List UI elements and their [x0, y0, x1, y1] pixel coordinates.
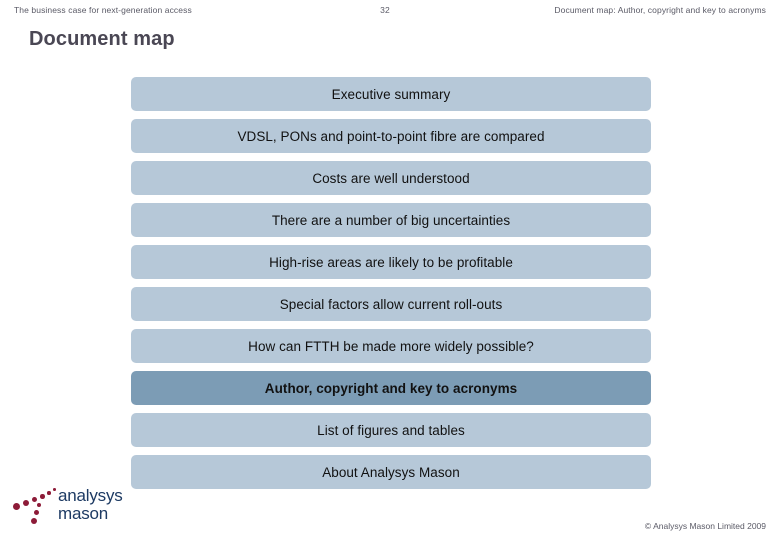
nav-item-vdsl-pons-fibre[interactable]: VDSL, PONs and point-to-point fibre are … — [131, 119, 651, 153]
nav-item-label: VDSL, PONs and point-to-point fibre are … — [237, 128, 545, 144]
nav-item-about-analysys-mason[interactable]: About Analysys Mason — [131, 455, 651, 489]
header-section-breadcrumb: Document map: Author, copyright and key … — [554, 5, 766, 15]
nav-item-label: How can FTTH be made more widely possibl… — [248, 338, 534, 354]
nav-item-label: High-rise areas are likely to be profita… — [269, 254, 513, 270]
nav-item-label: There are a number of big uncertainties — [271, 212, 511, 228]
nav-item-label: Costs are well understood — [312, 170, 470, 186]
copyright-notice: © Analysys Mason Limited 2009 — [644, 521, 766, 531]
page-title: Document map — [29, 28, 175, 50]
nav-item-big-uncertainties[interactable]: There are a number of big uncertainties — [131, 203, 651, 237]
nav-item-ftth-widely-possible[interactable]: How can FTTH be made more widely possibl… — [131, 329, 651, 363]
nav-item-costs-understood[interactable]: Costs are well understood — [131, 161, 651, 195]
analysys-mason-logo: analysys mason — [12, 484, 162, 532]
nav-item-executive-summary[interactable]: Executive summary — [131, 77, 651, 111]
nav-item-special-factors[interactable]: Special factors allow current roll-outs — [131, 287, 651, 321]
slide-header: The business case for next-generation ac… — [0, 0, 780, 22]
nav-item-high-rise-profitable[interactable]: High-rise areas are likely to be profita… — [131, 245, 651, 279]
logo-line-analysys: analysys — [58, 486, 123, 505]
nav-item-label: Author, copyright and key to acronyms — [264, 380, 518, 396]
header-document-title: The business case for next-generation ac… — [14, 5, 192, 15]
nav-item-label: Executive summary — [331, 86, 451, 102]
document-map-list: Executive summary VDSL, PONs and point-t… — [131, 77, 651, 497]
nav-item-list-of-figures-tables[interactable]: List of figures and tables — [131, 413, 651, 447]
logo-line-mason: mason — [58, 503, 109, 523]
nav-item-label: List of figures and tables — [317, 422, 465, 438]
header-page-number: 32 — [380, 5, 390, 15]
nav-item-label: About Analysys Mason — [322, 464, 460, 480]
nav-item-author-copyright-acronyms[interactable]: Author, copyright and key to acronyms — [131, 371, 651, 405]
analysys-mason-dots-icon — [12, 486, 64, 530]
analysys-mason-wordmark: analysys mason — [58, 487, 123, 522]
nav-item-label: Special factors allow current roll-outs — [279, 296, 503, 312]
